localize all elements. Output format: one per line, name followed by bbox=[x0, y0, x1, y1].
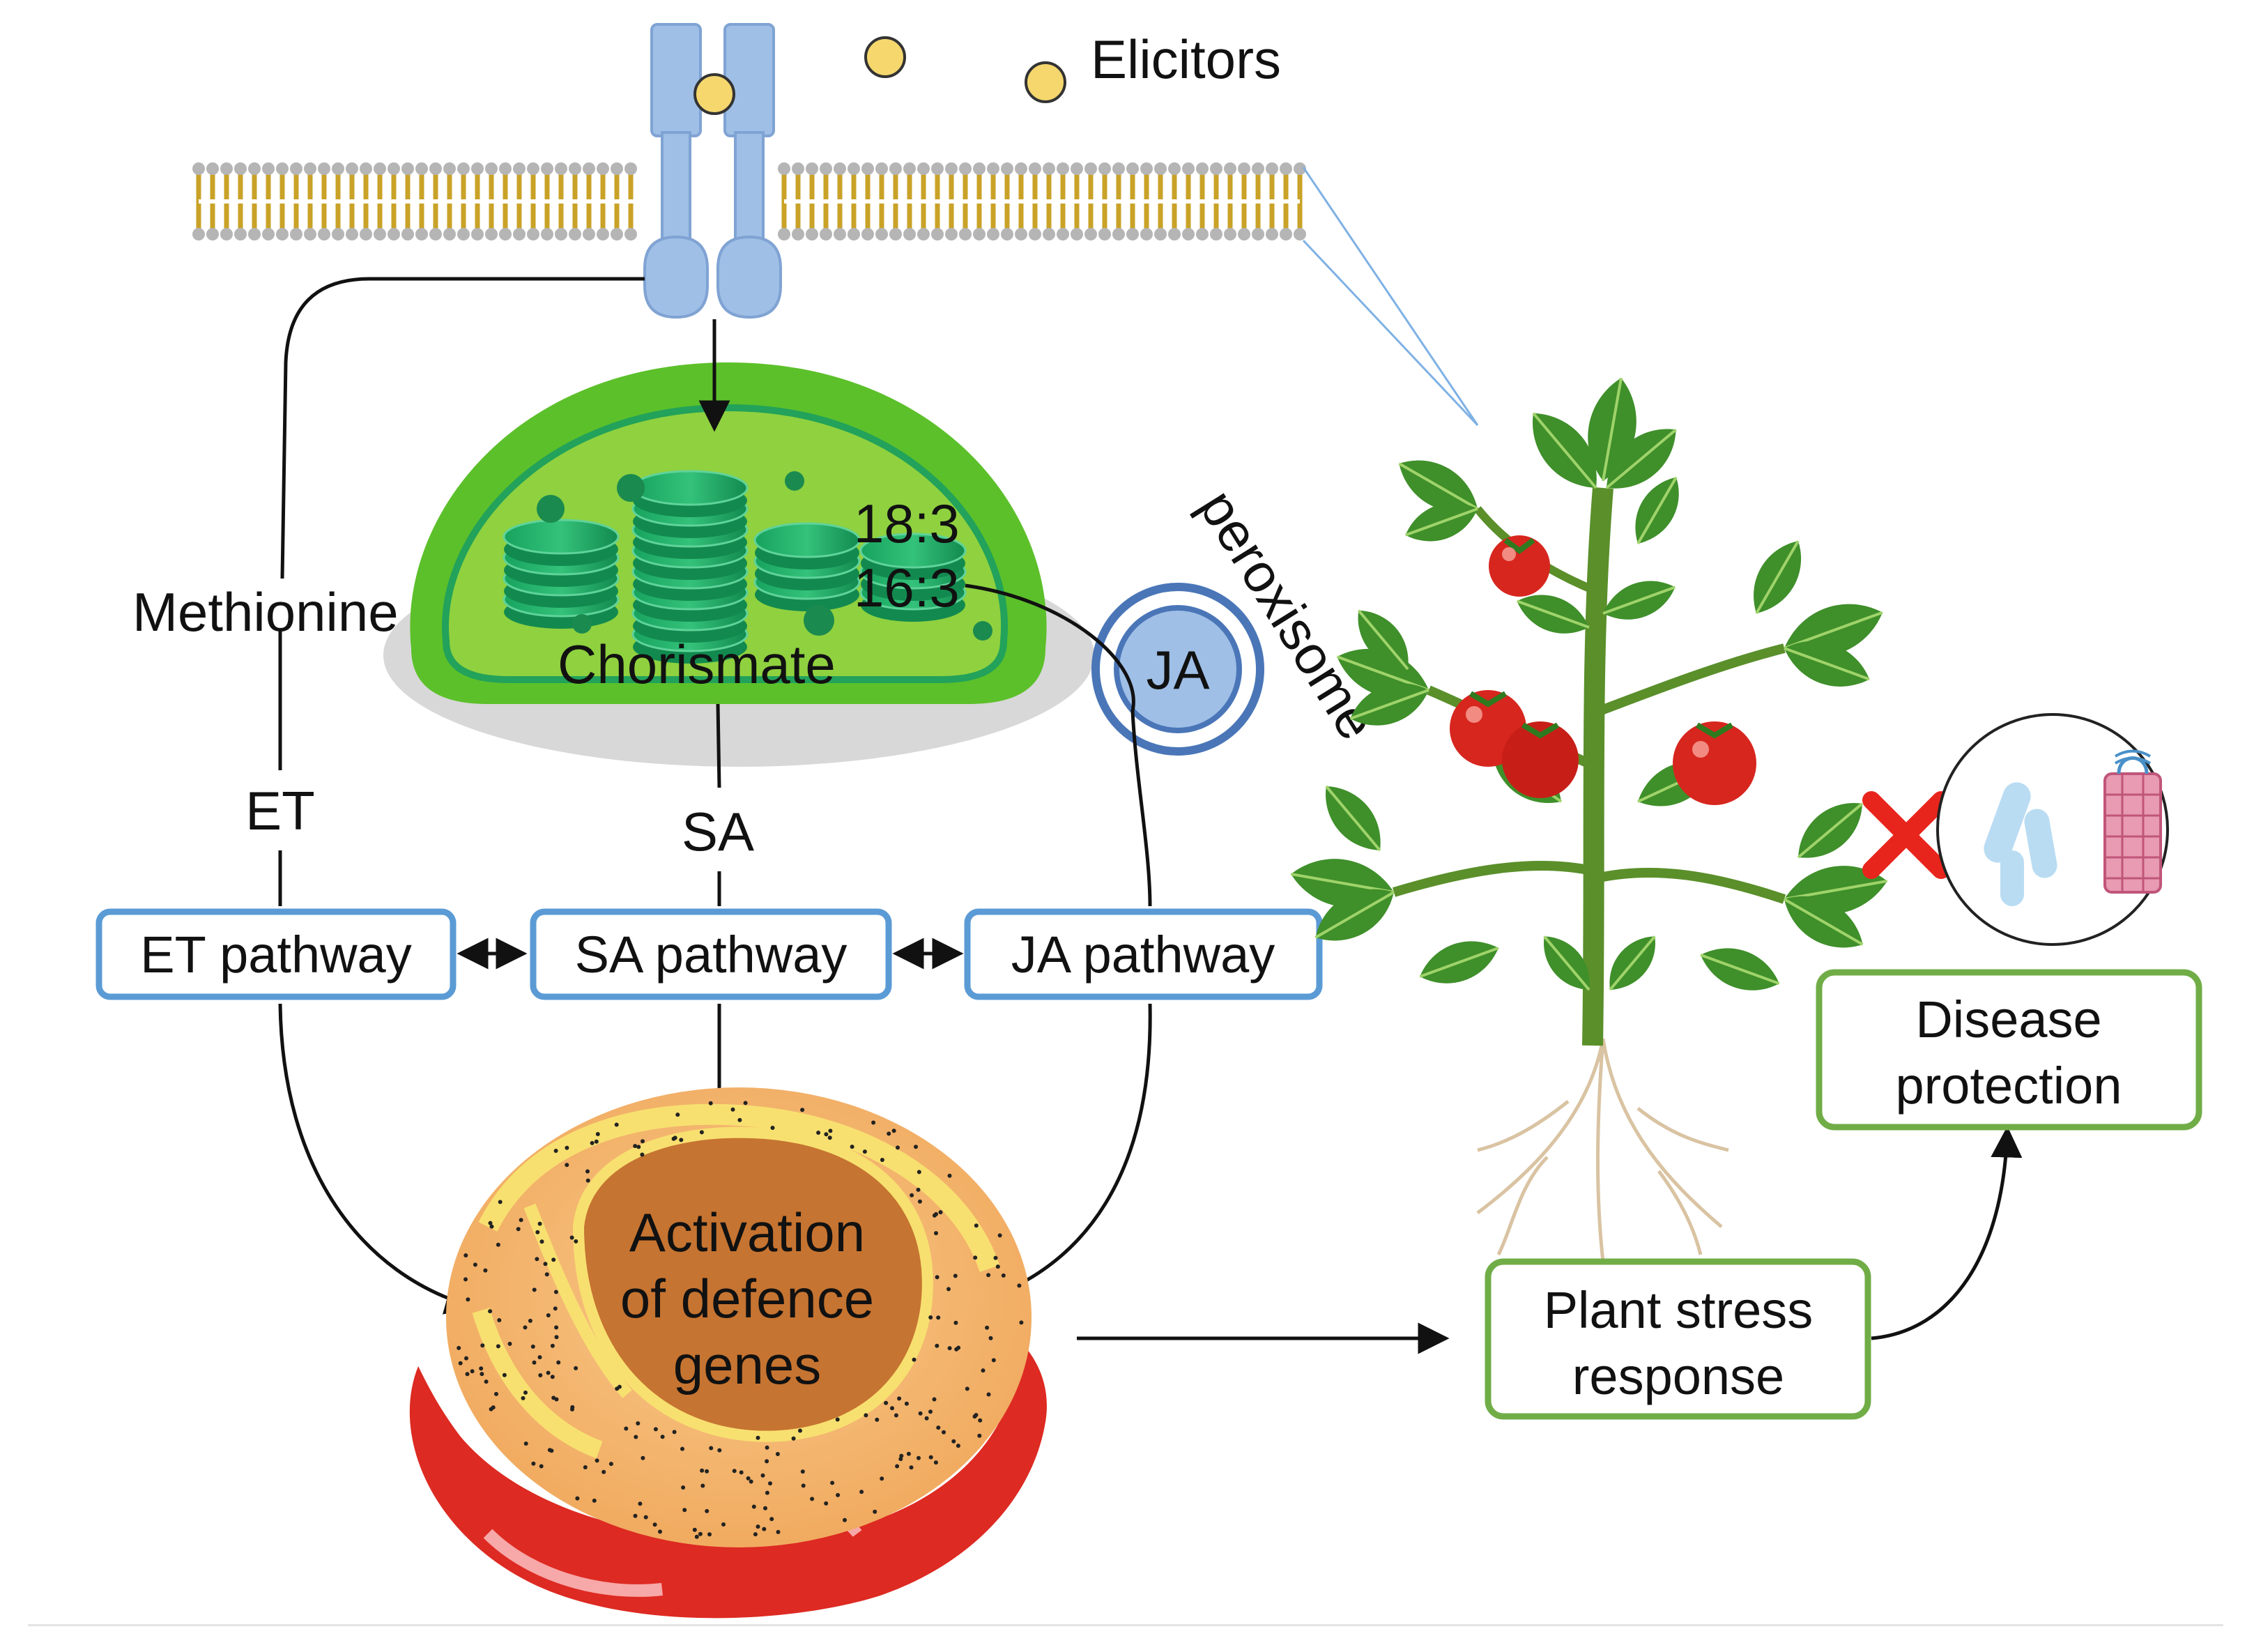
et-label: ET bbox=[245, 780, 315, 841]
sa-pathway-box: SA pathway bbox=[530, 908, 892, 1000]
ja-pathway-box: JA pathway bbox=[964, 908, 1323, 1000]
chloroplast-icon bbox=[383, 362, 1094, 767]
ja-label: JA bbox=[1146, 639, 1209, 701]
chorismate-label: Chorismate bbox=[558, 634, 836, 695]
disease-line-1: Disease bbox=[1915, 991, 2101, 1048]
ja-vesicle-icon bbox=[1091, 583, 1264, 756]
disease-line-2: protection bbox=[1896, 1057, 2122, 1115]
activation-line-1: Activation bbox=[629, 1202, 865, 1263]
elicitor-molecules bbox=[693, 36, 1066, 115]
fatty-acid-16-3-label: 16:3 bbox=[854, 557, 960, 618]
nucleus-er-icon bbox=[409, 1087, 1047, 1619]
et-pathway-box: ET pathway bbox=[95, 908, 457, 1000]
sa-pathway-label: SA pathway bbox=[575, 926, 848, 984]
zoom-lines bbox=[1302, 167, 1479, 427]
plant-stress-response-box: Plant stress response bbox=[1485, 1258, 1871, 1420]
elicitors-label: Elicitors bbox=[1091, 29, 1281, 90]
tomato-fruits bbox=[1450, 535, 1756, 805]
methionine-label: Methionine bbox=[132, 581, 399, 643]
et-pathway-label: ET pathway bbox=[140, 926, 411, 984]
ja-pathway-label: JA pathway bbox=[1011, 926, 1275, 984]
tomato-plant-icon bbox=[1290, 377, 1888, 1262]
disease-protection-box: Disease protection bbox=[1816, 969, 2202, 1131]
red-x-icon bbox=[1862, 791, 1950, 879]
fatty-acid-18-3-label: 18:3 bbox=[854, 493, 960, 554]
activation-line-3: genes bbox=[673, 1334, 822, 1395]
stress-line-1: Plant stress bbox=[1544, 1281, 1814, 1339]
bottom-divider bbox=[28, 1624, 2223, 1626]
activation-line-2: of defence bbox=[620, 1268, 874, 1329]
stress-line-2: response bbox=[1572, 1347, 1784, 1405]
bacteria-virus-icon bbox=[1936, 713, 2169, 946]
sa-label: SA bbox=[682, 801, 754, 862]
signal-connectors bbox=[278, 277, 2023, 1354]
